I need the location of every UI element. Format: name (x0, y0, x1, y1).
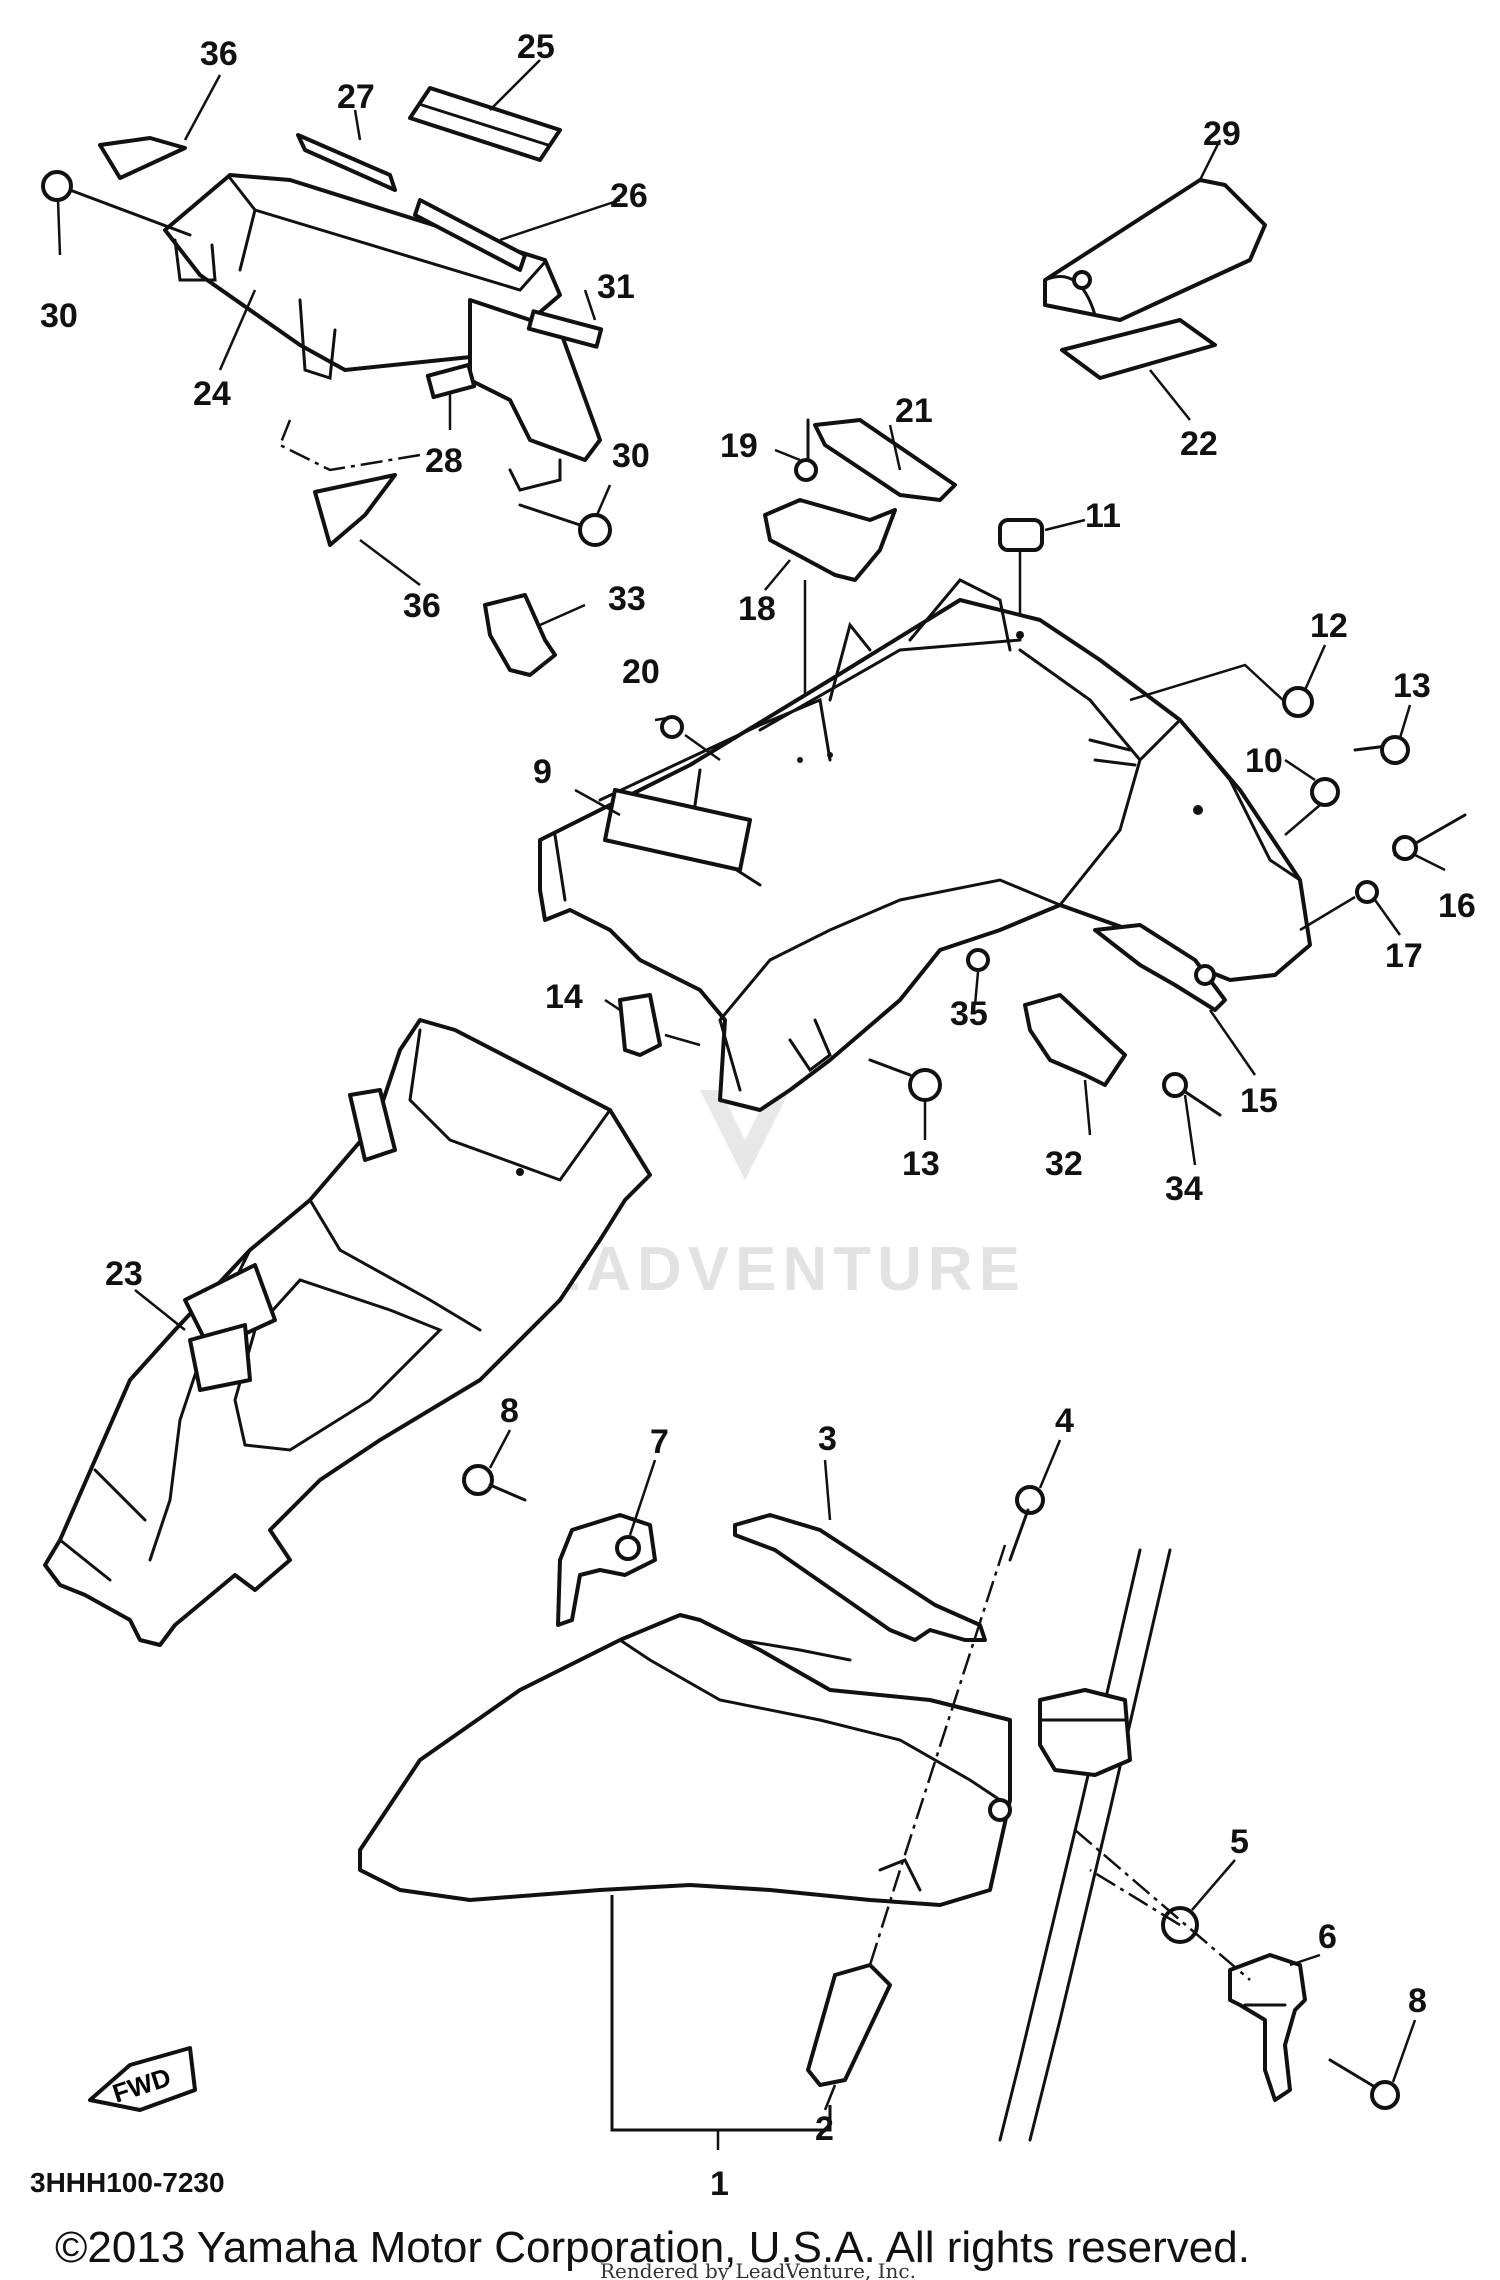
part-4-bolt (1008, 1485, 1045, 1562)
callout-10: 10 (1245, 742, 1283, 780)
part-1-front-fender (358, 1613, 1012, 1907)
part-18-bracket (763, 498, 897, 582)
part-7-bracket (556, 1513, 657, 1627)
part-29-seat-cowl (1043, 178, 1267, 322)
part-2-reflector (806, 1963, 892, 2087)
part-3-bracket (733, 1513, 987, 1642)
callout-13b: 13 (902, 1145, 940, 1183)
part-30-bolt-lower (518, 503, 612, 547)
callout-23: 23 (105, 1255, 143, 1293)
callout-15: 15 (1240, 1082, 1278, 1120)
part-9-rear-fender (538, 578, 1312, 1112)
callout-6: 6 (1318, 1918, 1337, 1956)
part-34-screw (1162, 1072, 1222, 1117)
callout-26: 26 (610, 177, 648, 215)
callout-17: 17 (1385, 937, 1423, 975)
fwd-arrow-icon: FWD (88, 2046, 197, 2112)
part-24-tail-cover (163, 173, 602, 492)
part-8-bolt-right (1328, 2058, 1400, 2110)
callout-18: 18 (738, 590, 776, 628)
callout-12: 12 (1310, 607, 1348, 645)
callout-28: 28 (425, 442, 463, 480)
callout-labels: 1 2 3 4 5 6 7 8 8 9 10 11 12 13 13 14 15… (40, 28, 1476, 2203)
part-36-decal-top (98, 136, 187, 180)
callout-7: 7 (650, 1423, 669, 1461)
part-11-damper (998, 518, 1044, 630)
callout-36a: 36 (200, 35, 238, 73)
callout-19: 19 (720, 427, 758, 465)
callout-4: 4 (1055, 1402, 1074, 1440)
callout-20: 20 (622, 653, 660, 691)
part-12-grommet (1282, 686, 1314, 718)
callout-30a: 30 (40, 297, 78, 335)
callout-30b: 30 (612, 437, 650, 475)
callout-2: 2 (815, 2110, 834, 2148)
part-33-bracket (483, 593, 557, 677)
callout-16: 16 (1438, 887, 1476, 925)
part-6-bracket (1228, 1953, 1307, 2102)
part-20-nut (660, 715, 684, 739)
part-16-screw (1392, 813, 1467, 861)
callout-36b: 36 (403, 587, 441, 625)
callout-11: 11 (1085, 497, 1121, 535)
callout-27: 27 (337, 78, 375, 116)
callout-8b: 8 (1408, 1982, 1427, 2020)
part-15-bracket (1093, 923, 1227, 1012)
callout-33: 33 (608, 580, 646, 618)
part-35-nut (966, 948, 990, 972)
part-21-bracket (813, 418, 957, 502)
part-30-bolt-top (41, 170, 192, 237)
callout-5: 5 (1230, 1823, 1249, 1861)
part-13-bolt-upper (1353, 735, 1410, 765)
callout-22: 22 (1180, 425, 1218, 463)
callout-8a: 8 (500, 1392, 519, 1430)
callout-34: 34 (1165, 1170, 1203, 1208)
callout-35: 35 (950, 995, 988, 1033)
part-10-nut (1310, 777, 1340, 807)
callout-32: 32 (1045, 1145, 1083, 1183)
callout-9: 9 (533, 753, 552, 791)
part-23-inner-fender (43, 1018, 652, 1647)
callout-24: 24 (193, 375, 231, 413)
callout-25: 25 (517, 28, 555, 66)
callout-13a: 13 (1393, 667, 1431, 705)
leader-lines (56, 59, 1446, 2150)
rendered-by-text: Rendered by LeadVenture, Inc. (600, 2259, 916, 2280)
part-19-bolt (794, 418, 818, 482)
copyright-text: ©2013 Yamaha Motor Corporation, U.S.A. A… (55, 2223, 1250, 2272)
part-13-bolt-lower (868, 1058, 942, 1102)
part-31-bar (526, 309, 604, 349)
callout-31: 31 (597, 268, 635, 306)
part-28-bar (425, 362, 477, 400)
part-27-strip (296, 133, 397, 192)
callout-1: 1 (710, 2165, 729, 2203)
diagram-code: 3HHH100-7230 (30, 2167, 225, 2198)
part-17-washer (1355, 880, 1379, 904)
part-32-bracket (1023, 993, 1127, 1087)
part-8-bolt-left (462, 1464, 527, 1502)
callout-21: 21 (895, 392, 933, 430)
callout-3: 3 (818, 1420, 837, 1458)
callout-29: 29 (1203, 115, 1241, 153)
front-fork (998, 1548, 1172, 2142)
part-14-clip (618, 993, 662, 1057)
part-36-decal-bottom (313, 473, 397, 547)
part-26-strip (413, 198, 527, 272)
part-22-pad (1060, 318, 1217, 380)
callout-14: 14 (545, 978, 583, 1016)
